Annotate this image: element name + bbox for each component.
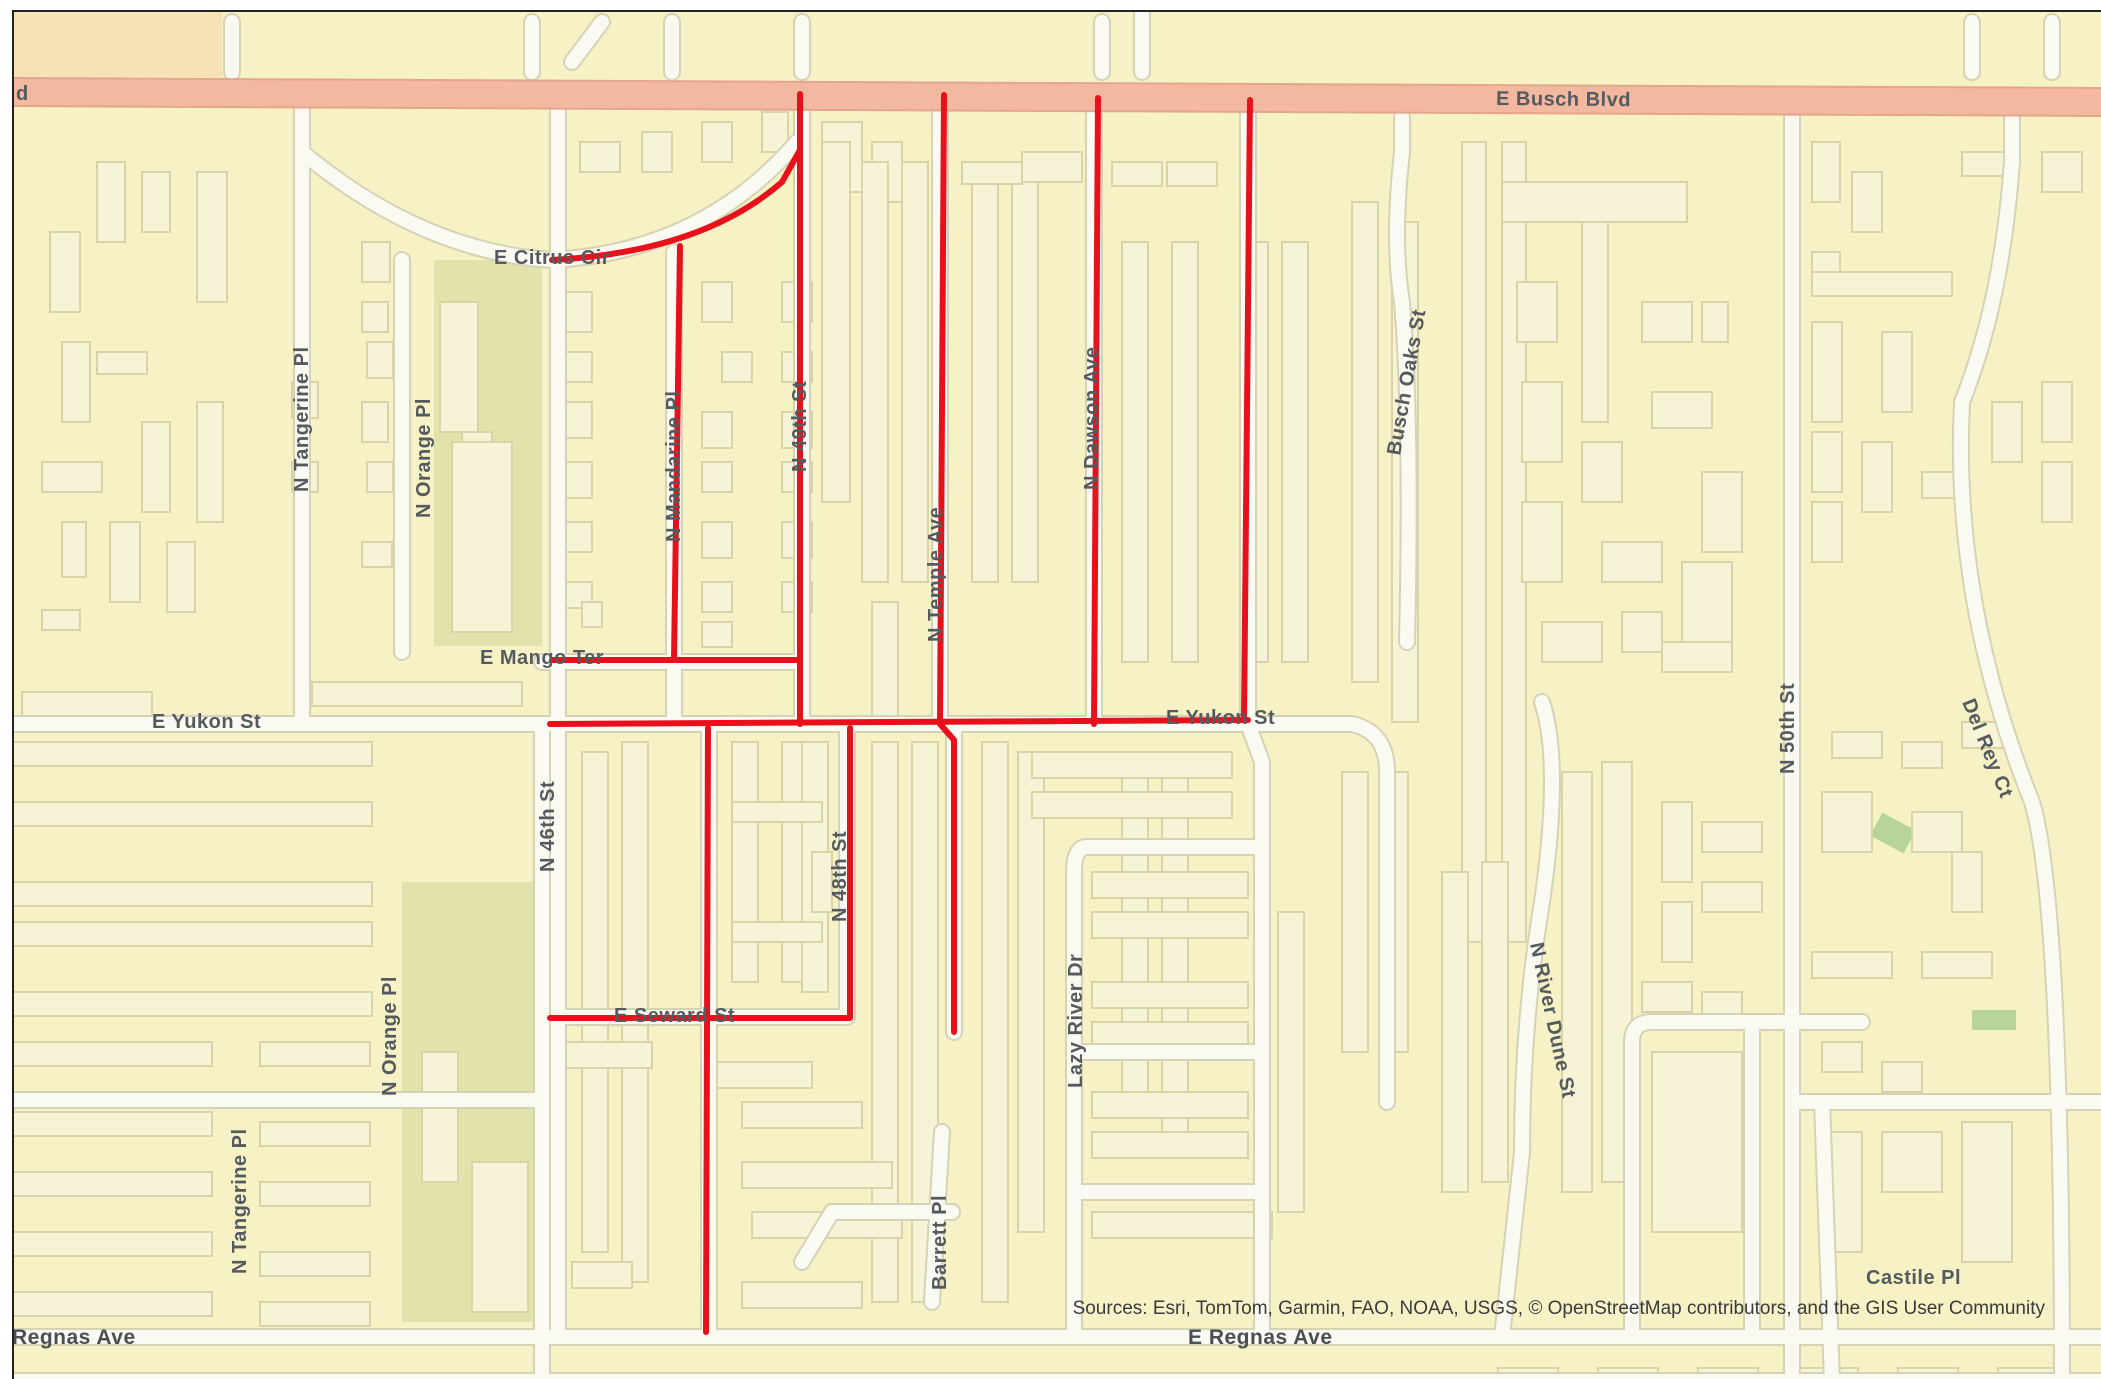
label-tangerine-pl-south: N Tangerine Pl <box>229 1128 251 1274</box>
label-busch-left: d <box>16 83 29 105</box>
label-49th-st: N 49th St <box>789 381 811 472</box>
label-barrett-pl: Barrett Pl <box>929 1195 951 1290</box>
label-mandarine-pl: N Mandarine Pl <box>663 391 685 542</box>
label-50th-st: N 50th St <box>1777 683 1799 774</box>
label-46th-st: N 46th St <box>537 781 559 872</box>
label-lazy-river-dr: Lazy River Dr <box>1065 954 1087 1088</box>
arterial-road-fill <box>14 79 2101 115</box>
label-regnas-ave-east: E Regnas Ave <box>1188 1326 1333 1349</box>
label-dawson-ave: N Dawson Ave <box>1081 347 1103 490</box>
label-temple-ave: N Temple Ave <box>925 507 947 642</box>
label-citrus-cir: E Citrus Cir <box>494 247 610 269</box>
park-patch <box>1972 1010 2016 1030</box>
highlighted-route <box>547 91 1253 1335</box>
label-orange-pl-south: N Orange Pl <box>379 976 401 1096</box>
label-regnas-ave-west: Regnas Ave <box>12 1326 136 1349</box>
label-yukon-st-east: E Yukon St <box>1166 707 1275 729</box>
map-view[interactable]: E Busch Blvd d E Citrus Cir N Tangerine … <box>12 10 2101 1379</box>
label-orange-pl-north: N Orange Pl <box>413 398 435 518</box>
label-busch-blvd: E Busch Blvd <box>1496 88 1631 111</box>
label-tangerine-pl-north: N Tangerine Pl <box>291 346 313 492</box>
label-mango-ter: E Mango Ter <box>480 647 604 669</box>
label-48th-st: N 48th St <box>829 831 851 922</box>
label-castile-pl: Castile Pl <box>1866 1267 1961 1289</box>
park-patch <box>1870 812 1916 854</box>
building-footprints <box>14 111 2083 1379</box>
map-attribution: Sources: Esri, TomTom, Garmin, FAO, NOAA… <box>1072 1298 2045 1319</box>
label-yukon-st-west: E Yukon St <box>152 711 261 733</box>
commercial-area <box>14 12 222 82</box>
label-seward-st: E Seward St <box>614 1005 735 1027</box>
